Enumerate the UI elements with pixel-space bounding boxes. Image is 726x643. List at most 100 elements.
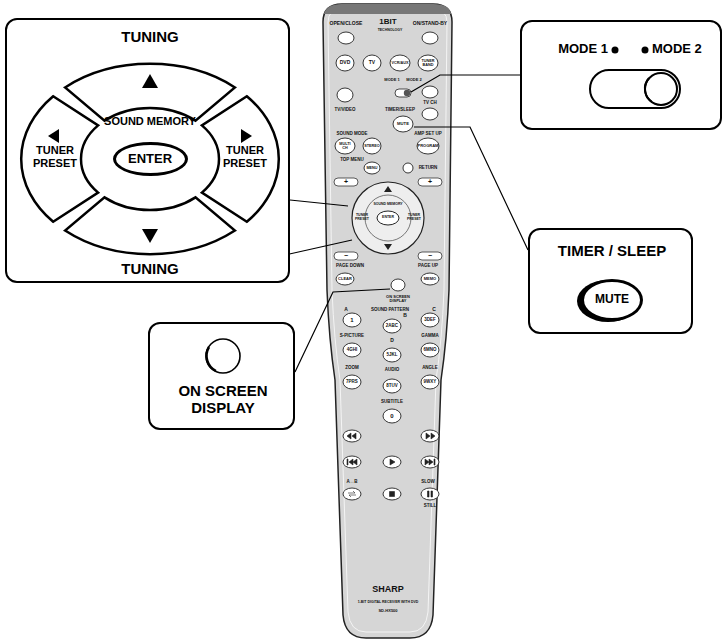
leader-line: [285, 240, 352, 255]
remote-label: DVD: [340, 60, 351, 65]
callout-text: ON SCREEN DISPLAY: [166, 382, 281, 417]
remote-label: SHARP: [372, 585, 404, 594]
callout-text: SOUND MEMORY: [104, 115, 196, 128]
volume-bar: [418, 178, 442, 186]
leader-line: [290, 200, 348, 206]
arrow-up: [142, 74, 158, 88]
pad-segment-outline: [21, 96, 98, 222]
remote-button: [343, 343, 361, 357]
remote-button: [422, 86, 438, 98]
remote-label: CLEAR: [338, 277, 352, 281]
remote-label: OPEN/CLOSE: [330, 21, 363, 26]
remote-label: 4GHI: [347, 348, 358, 353]
switch-knob: [645, 73, 677, 105]
remote-label: TECHNOLOGY: [378, 29, 403, 33]
remote-label: D: [390, 338, 394, 343]
leader-line: [295, 289, 390, 372]
callout-text: TUNING: [121, 28, 179, 45]
callout-text: MODE 2: [652, 42, 702, 57]
callout-panel: TUNING SOUND MEMORY TUNING TUNER PRESET ENTE…: [5, 18, 290, 283]
transport-symbol: [428, 491, 433, 497]
remote-label: TV/VIDEO: [334, 108, 355, 113]
callout-text: TUNER PRESET: [30, 144, 80, 169]
remote-button: [383, 348, 401, 362]
pad-segment: [65, 197, 235, 254]
remote-label: AMP SET UP: [414, 132, 441, 137]
remote-label: ZOOM: [345, 366, 359, 371]
remote-button: [391, 279, 405, 291]
callout-panel: TIMER / SLEEPMUTE: [528, 228, 693, 334]
remote-button: [343, 375, 361, 389]
remote-button: [343, 313, 361, 327]
remote-label: 7PRS: [346, 380, 358, 385]
arrow-down: [142, 229, 158, 243]
remote-button: [335, 138, 355, 154]
remote-label: +: [344, 178, 348, 185]
remote-button: [338, 32, 354, 44]
remote-button: [393, 116, 413, 132]
remote-label: MODE 2: [406, 78, 421, 82]
remote-label: 1BIT: [379, 18, 396, 26]
callout-text: ENTER: [128, 152, 172, 167]
pad-segment-outline: [202, 96, 279, 222]
remote-mode-knob: [404, 90, 410, 96]
remote-label: TOP MENU: [340, 158, 364, 163]
remote-label: SD-HX500: [378, 609, 397, 613]
remote-pad: [352, 182, 424, 254]
pad-segment: TUNER PRESET: [19, 92, 103, 228]
remote-label: VCR/AUX: [391, 61, 408, 65]
remote-button: [421, 343, 439, 357]
remote-button: [383, 456, 401, 468]
remote-button: [364, 162, 380, 174]
remote-label: C: [432, 307, 436, 312]
remote-button: [343, 456, 361, 468]
switch-shade: [645, 78, 652, 102]
remote-label: 1-BIT DIGITAL RECEIVER WITH DVD: [358, 601, 419, 605]
callout-panel: MODE 1MODE 2: [520, 20, 722, 130]
remote-top-band: [324, 4, 451, 14]
remote-button: [336, 273, 354, 285]
remote-label: 9WXY: [424, 380, 437, 385]
remote-label: 8TUV: [386, 384, 398, 389]
remote-label: GAMMA: [421, 334, 439, 339]
remote-label: MEMO: [424, 277, 436, 281]
remote-label: SOUND MODE: [336, 132, 367, 137]
remote-label: MUTE: [397, 122, 409, 126]
remote-button: [383, 409, 401, 423]
transport-symbol: [347, 459, 357, 465]
leader-line: [411, 75, 520, 92]
callout-text: MUTE: [595, 293, 629, 307]
remote-button: [417, 138, 439, 154]
remote-label: ON/STAND-BY: [413, 21, 447, 26]
remote-label: SUBTITLE: [381, 400, 403, 405]
remote-label: TUNER PRESET: [407, 214, 421, 221]
remote-label: +: [428, 178, 432, 185]
remote-label: MULTI CH: [337, 142, 353, 150]
remote-label: PROGRAM: [418, 144, 439, 148]
remote-button: [421, 273, 439, 285]
remote-label: TV CH: [423, 101, 437, 106]
remote-label: STEREO: [364, 144, 380, 148]
remote-button: [343, 430, 361, 442]
remote-label: SOUND MEMORY: [373, 203, 402, 207]
remote-button: [421, 488, 439, 500]
transport-symbol: [390, 459, 395, 465]
round-button: [206, 339, 240, 373]
node-shape: [522, 22, 724, 132]
remote-label: TUNER PRESET: [355, 214, 369, 221]
remote-button: [363, 138, 381, 154]
remote-label: A↔B: [347, 480, 358, 485]
transport-symbol: [426, 433, 435, 439]
remote-label: S-PICTURE: [340, 334, 364, 339]
remote-label: 5JKL: [386, 353, 397, 358]
callout-text: TUNING: [121, 260, 179, 277]
remote-label: 0: [390, 413, 393, 419]
volume-bar: [418, 252, 442, 260]
switch-dot: [642, 47, 649, 54]
remote-label: AUDIO: [385, 368, 400, 373]
remote-label: B: [403, 313, 407, 318]
button-shade: [207, 347, 216, 371]
transport-symbol: [348, 491, 356, 497]
callout-panel: ON SCREEN DISPLAY: [148, 322, 295, 430]
